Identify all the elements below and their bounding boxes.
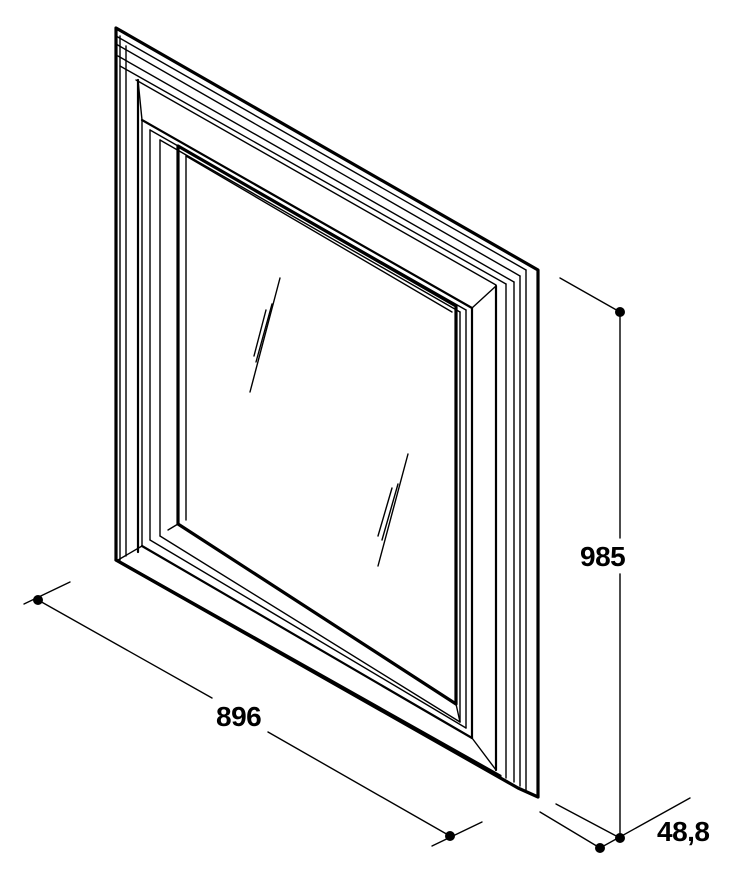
- depth-dim-dot-a: [615, 833, 625, 843]
- inner-frame: [117, 79, 497, 771]
- depth-dimension-label: 48,8: [657, 816, 710, 847]
- width-dimension-label: 896: [216, 701, 262, 732]
- width-dim-start-dot: [33, 595, 43, 605]
- depth-dimension: [539, 797, 691, 853]
- mirror-glass: [167, 144, 461, 723]
- width-dimension: [23, 581, 483, 847]
- height-dim-top-dot: [615, 307, 625, 317]
- height-dimension-label: 985: [580, 541, 626, 573]
- height-dimension: [559, 277, 625, 839]
- width-dim-end-dot: [445, 831, 455, 841]
- outer-frame: [114, 26, 540, 799]
- depth-dim-dot-b: [595, 843, 605, 853]
